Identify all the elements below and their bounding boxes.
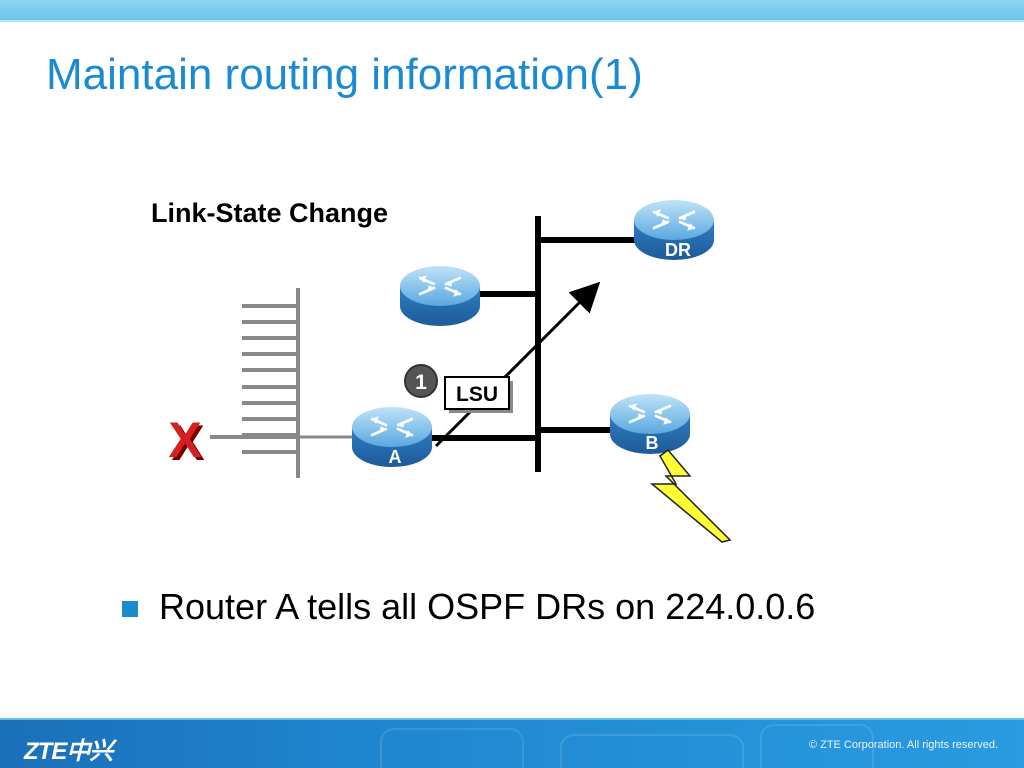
footer-decoration bbox=[380, 728, 524, 768]
slide-title: Maintain routing information(1) bbox=[46, 50, 643, 99]
link-failure-icon: X bbox=[168, 412, 201, 468]
lsu-flow-arrow bbox=[434, 281, 601, 448]
lsu-label: LSU bbox=[456, 383, 498, 406]
failure-shadow: X bbox=[171, 415, 204, 471]
header-divider bbox=[0, 20, 1024, 22]
footer-divider bbox=[0, 718, 1024, 720]
zte-logo: ZTE中兴 bbox=[24, 738, 113, 765]
router-dr-label: DR bbox=[665, 240, 691, 260]
copyright-text: © ZTE Corporation. All rights reserved. bbox=[808, 739, 998, 751]
step-number: 1 bbox=[415, 371, 427, 394]
lsu-box bbox=[444, 376, 510, 410]
header-band bbox=[0, 0, 1024, 20]
bullet-icon bbox=[122, 601, 138, 617]
wan-lightning-icon bbox=[649, 448, 732, 543]
bullet-text: Router A tells all OSPF DRs on 224.0.0.6 bbox=[159, 586, 816, 627]
router-icon bbox=[398, 264, 482, 328]
footer-bar: ZTE中兴 © ZTE Corporation. All rights rese… bbox=[0, 720, 1024, 768]
footer-decoration bbox=[760, 724, 874, 768]
router-b-label: B bbox=[646, 433, 659, 453]
footer-decoration bbox=[560, 734, 744, 768]
segment-comb bbox=[210, 288, 352, 478]
router-a-label: A bbox=[389, 447, 402, 467]
diagram-title: Link-State Change bbox=[151, 198, 389, 228]
step-badge bbox=[404, 364, 438, 398]
